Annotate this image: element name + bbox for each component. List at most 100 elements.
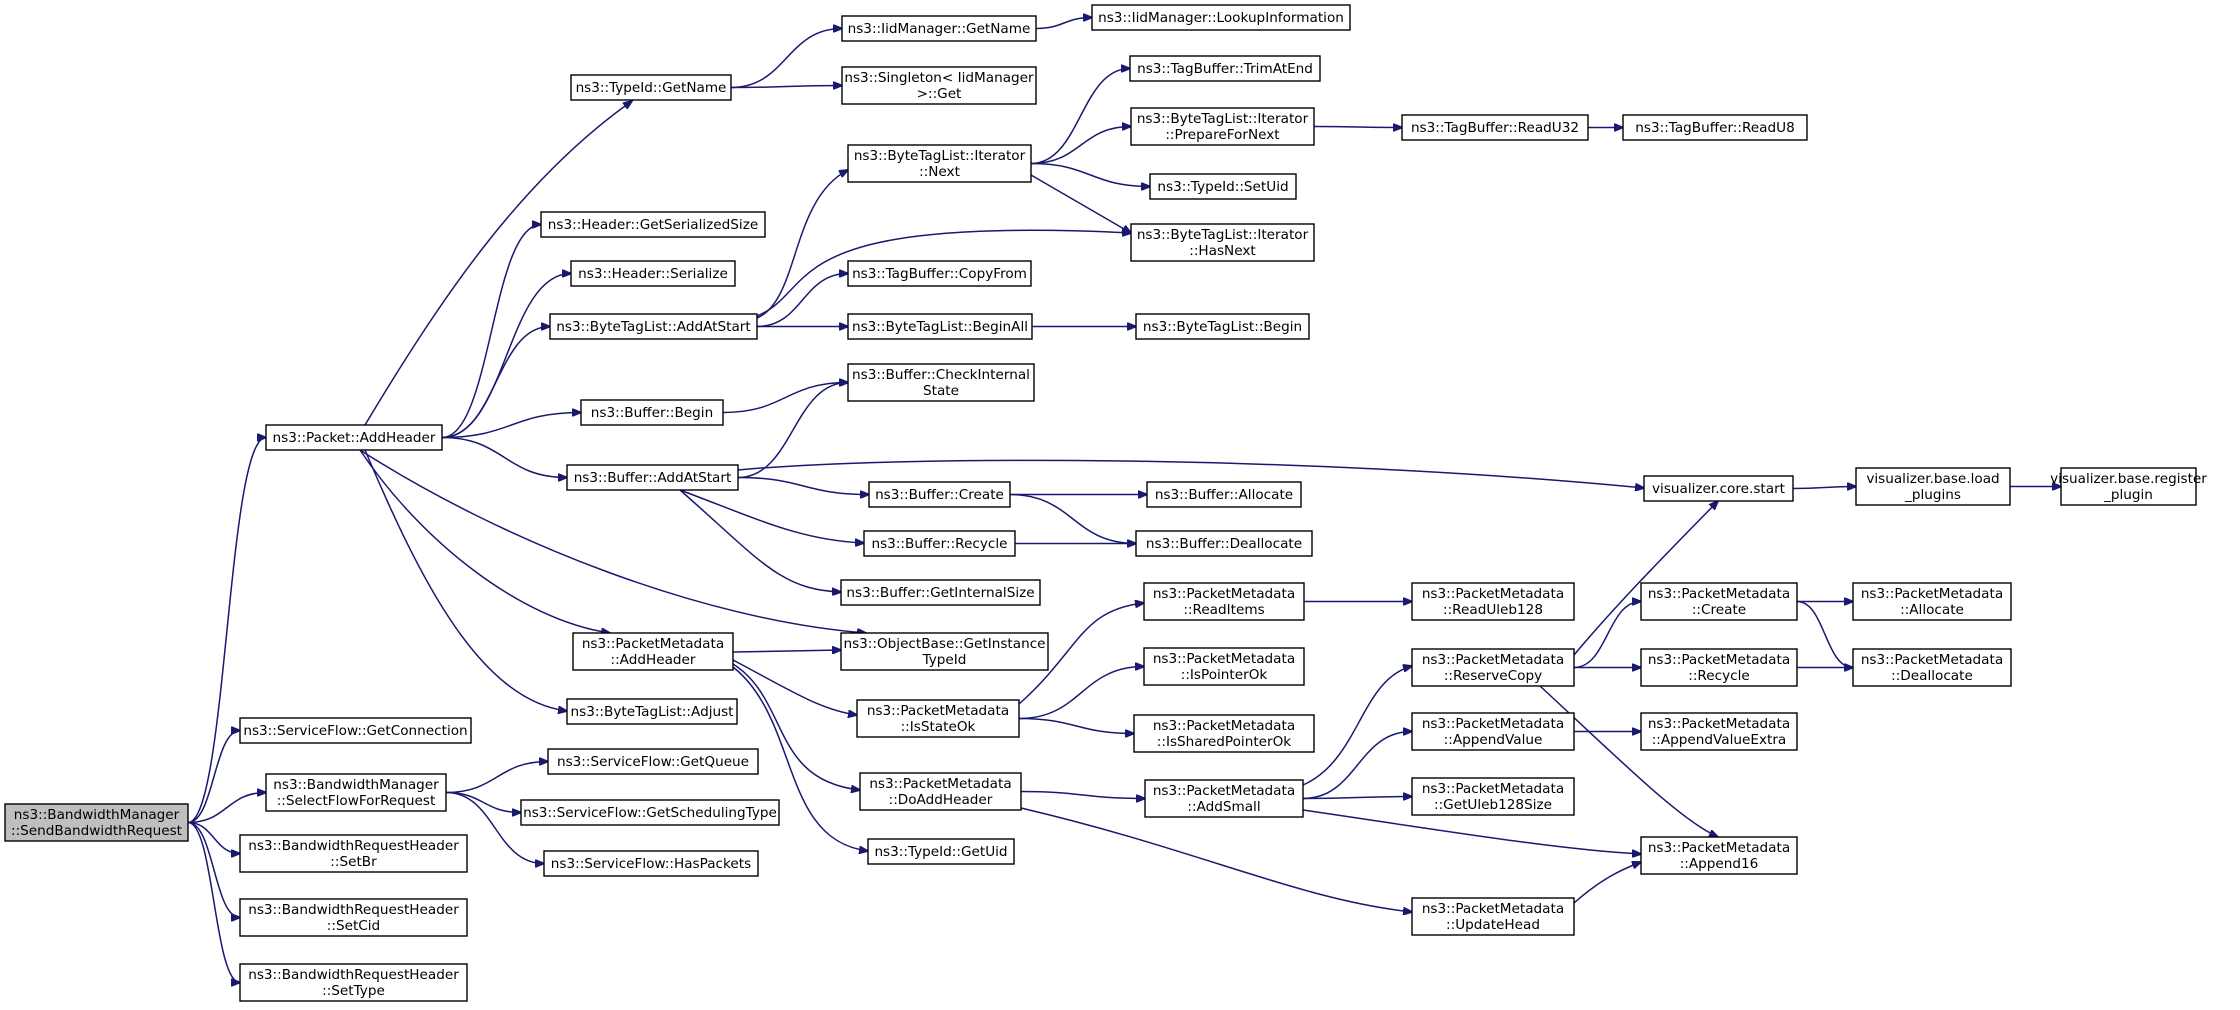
node-sf-getschedtype[interactable]: ns3::ServiceFlow::GetSchedulingType [520, 799, 780, 826]
node-box [1855, 467, 2011, 506]
node-header-serialize[interactable]: ns3::Header::Serialize [570, 260, 736, 287]
node-pm-create[interactable]: ns3::PacketMetadata::Create [1640, 582, 1798, 621]
node-btl-begin[interactable]: ns3::ByteTagList::Begin [1135, 313, 1310, 340]
node-box [841, 15, 1037, 42]
node-buffer-recycle[interactable]: ns3::Buffer::Recycle [863, 530, 1016, 557]
node-label: ::Append16 [1680, 856, 1759, 872]
node-box [520, 799, 780, 826]
node-pm-doaddheader[interactable]: ns3::PacketMetadata::DoAddHeader [859, 772, 1022, 811]
node-pm-readuleb128[interactable]: ns3::PacketMetadata::ReadUleb128 [1411, 582, 1575, 621]
node-vis-base-load[interactable]: visualizer.base.load_plugins [1855, 467, 2011, 506]
node-buffer-allocate[interactable]: ns3::Buffer::Allocate [1146, 481, 1302, 508]
node-typeid-getuid[interactable]: ns3::TypeId::GetUid [867, 838, 1015, 865]
node-header-getsersize[interactable]: ns3::Header::GetSerializedSize [540, 211, 766, 238]
node-box [1401, 114, 1589, 141]
node-brh-setbr[interactable]: ns3::BandwidthRequestHeader::SetBr [239, 834, 468, 873]
node-label: ::IsPointerOk [1181, 667, 1268, 683]
node-btl-addatstart[interactable]: ns3::ByteTagList::AddAtStart [549, 313, 758, 340]
edge-pm-updatehead-to-pm-append16 [1573, 862, 1641, 904]
node-box [1135, 313, 1310, 340]
node-typeid-setuid[interactable]: ns3::TypeId::SetUid [1149, 173, 1297, 200]
node-btl-beginall[interactable]: ns3::ByteTagList::BeginAll [847, 313, 1033, 340]
node-sf-getqueue[interactable]: ns3::ServiceFlow::GetQueue [547, 748, 759, 775]
node-vis-base-register[interactable]: visualizer.base.register_plugin [2050, 467, 2207, 506]
node-label: ::Create [1692, 602, 1746, 618]
node-pm-allocate[interactable]: ns3::PacketMetadata::Allocate [1852, 582, 2012, 621]
node-btl-iter-preparefornext[interactable]: ns3::ByteTagList::Iterator::PrepareForNe… [1130, 107, 1315, 146]
node-label: ns3::IidManager::LookupInformation [1098, 10, 1344, 26]
node-pm-reservecopy[interactable]: ns3::PacketMetadata::ReserveCopy [1411, 648, 1575, 687]
node-vis-core-start[interactable]: visualizer.core.start [1643, 475, 1794, 502]
node-box [1143, 647, 1305, 686]
node-pm-addsmall[interactable]: ns3::PacketMetadata::AddSmall [1144, 779, 1304, 818]
node-pm-getuleb128size[interactable]: ns3::PacketMetadata::GetUleb128Size [1411, 777, 1575, 816]
node-iidm-lookup[interactable]: ns3::IidManager::LookupInformation [1091, 4, 1351, 31]
node-label: ns3::ByteTagList::Iterator [1137, 111, 1309, 127]
node-label: ns3::BandwidthRequestHeader [248, 967, 459, 983]
node-box [239, 898, 468, 937]
node-buffer-create[interactable]: ns3::Buffer::Create [868, 481, 1011, 508]
node-typeid-getname[interactable]: ns3::TypeId::GetName [570, 74, 732, 101]
node-label: ns3::PacketMetadata [1422, 652, 1564, 668]
edge-typeid-getname-to-iidm-getname [730, 29, 842, 89]
node-label: ns3::PacketMetadata [867, 703, 1009, 719]
node-btl-iter-hasnext[interactable]: ns3::ByteTagList::Iterator::HasNext [1130, 223, 1315, 262]
node-buffer-begin[interactable]: ns3::Buffer::Begin [580, 399, 724, 426]
node-btl-adjust[interactable]: ns3::ByteTagList::Adjust [566, 698, 738, 725]
edge-pm-addsmall-to-pm-appendvalue [1302, 732, 1412, 800]
node-box [1411, 582, 1575, 621]
node-sf-haspackets[interactable]: ns3::ServiceFlow::HasPackets [543, 850, 759, 877]
edge-pm-create-to-pm-deallocate [1796, 600, 1853, 668]
node-label: ns3::ObjectBase::GetInstance [843, 636, 1045, 652]
edge-btl-iter-next-to-btl-iter-preparefornext [1030, 127, 1131, 165]
edge-pm-doaddheader-to-pm-updatehead [1020, 807, 1412, 912]
node-label: ns3::PacketMetadata [1153, 718, 1295, 734]
node-tagbuf-readu32[interactable]: ns3::TagBuffer::ReadU32 [1401, 114, 1589, 141]
node-label: ::Deallocate [1891, 668, 1973, 684]
node-pm-deallocate[interactable]: ns3::PacketMetadata::Deallocate [1852, 648, 2012, 687]
node-btl-iter-next[interactable]: ns3::ByteTagList::Iterator::Next [847, 144, 1032, 183]
node-pm-issharedpointerok[interactable]: ns3::PacketMetadata::IsSharedPointerOk [1133, 714, 1315, 753]
node-label: ns3::Buffer::Create [875, 487, 1004, 503]
node-label: ns3::PacketMetadata [1861, 586, 2003, 602]
node-pm-append16[interactable]: ns3::PacketMetadata::Append16 [1640, 836, 1798, 875]
node-pm-readitems[interactable]: ns3::PacketMetadata::ReadItems [1143, 582, 1305, 621]
node-send-bw-request[interactable]: ns3::BandwidthManager::SendBandwidthRequ… [4, 803, 189, 842]
node-label: ns3::PacketMetadata [1422, 781, 1564, 797]
edge-pm-reservecopy-to-pm-create [1573, 602, 1641, 669]
node-tagbuf-copyfrom[interactable]: ns3::TagBuffer::CopyFrom [847, 260, 1032, 287]
node-pm-isstateok[interactable]: ns3::PacketMetadata::IsStateOk [856, 699, 1020, 738]
node-tagbuf-trimatend[interactable]: ns3::TagBuffer::TrimAtEnd [1129, 55, 1321, 82]
edge-pm-addsmall-to-pm-append16 [1302, 809, 1641, 854]
node-box [1640, 712, 1798, 751]
node-buffer-getinternalsize[interactable]: ns3::Buffer::GetInternalSize [840, 579, 1041, 606]
node-sf-getconnection[interactable]: ns3::ServiceFlow::GetConnection [239, 717, 472, 744]
node-box [1640, 648, 1798, 687]
edge-buffer-begin-to-buffer-checkinternal [722, 383, 848, 414]
node-iidm-getname[interactable]: ns3::IidManager::GetName [841, 15, 1037, 42]
node-pm-addheader[interactable]: ns3::PacketMetadata::AddHeader [572, 632, 734, 671]
node-buffer-deallocate[interactable]: ns3::Buffer::Deallocate [1135, 530, 1313, 557]
node-label: ::SetCid [327, 918, 380, 934]
node-label: ns3::TagBuffer::ReadU8 [1635, 120, 1794, 136]
node-label: ns3::PacketMetadata [869, 776, 1011, 792]
node-bm-selectflow[interactable]: ns3::BandwidthManager::SelectFlowForRequ… [265, 773, 447, 812]
node-pm-appendvalue[interactable]: ns3::PacketMetadata::AppendValue [1411, 712, 1575, 751]
node-singleton-get[interactable]: ns3::Singleton< IidManager>::Get [841, 66, 1037, 105]
node-pm-ispointerok[interactable]: ns3::PacketMetadata::IsPointerOk [1143, 647, 1305, 686]
edge-buffer-create-to-buffer-deallocate [1009, 493, 1136, 544]
node-label: ns3::Header::GetSerializedSize [548, 217, 758, 233]
node-tagbuf-readu8[interactable]: ns3::TagBuffer::ReadU8 [1622, 114, 1808, 141]
node-label: ns3::Singleton< IidManager [844, 70, 1034, 86]
node-buffer-addatstart[interactable]: ns3::Buffer::AddAtStart [566, 464, 739, 491]
node-brh-settype[interactable]: ns3::BandwidthRequestHeader::SetType [239, 963, 468, 1002]
node-pm-appendvalueextra[interactable]: ns3::PacketMetadata::AppendValueExtra [1640, 712, 1798, 751]
node-label: ns3::PacketMetadata [1648, 652, 1790, 668]
edge-packet-addheader-to-objbase-getinstance [359, 449, 866, 633]
node-pm-recycle[interactable]: ns3::PacketMetadata::Recycle [1640, 648, 1798, 687]
node-packet-addheader[interactable]: ns3::Packet::AddHeader [265, 424, 443, 451]
node-brh-setcid[interactable]: ns3::BandwidthRequestHeader::SetCid [239, 898, 468, 937]
node-pm-updatehead[interactable]: ns3::PacketMetadata::UpdateHead [1411, 897, 1575, 936]
